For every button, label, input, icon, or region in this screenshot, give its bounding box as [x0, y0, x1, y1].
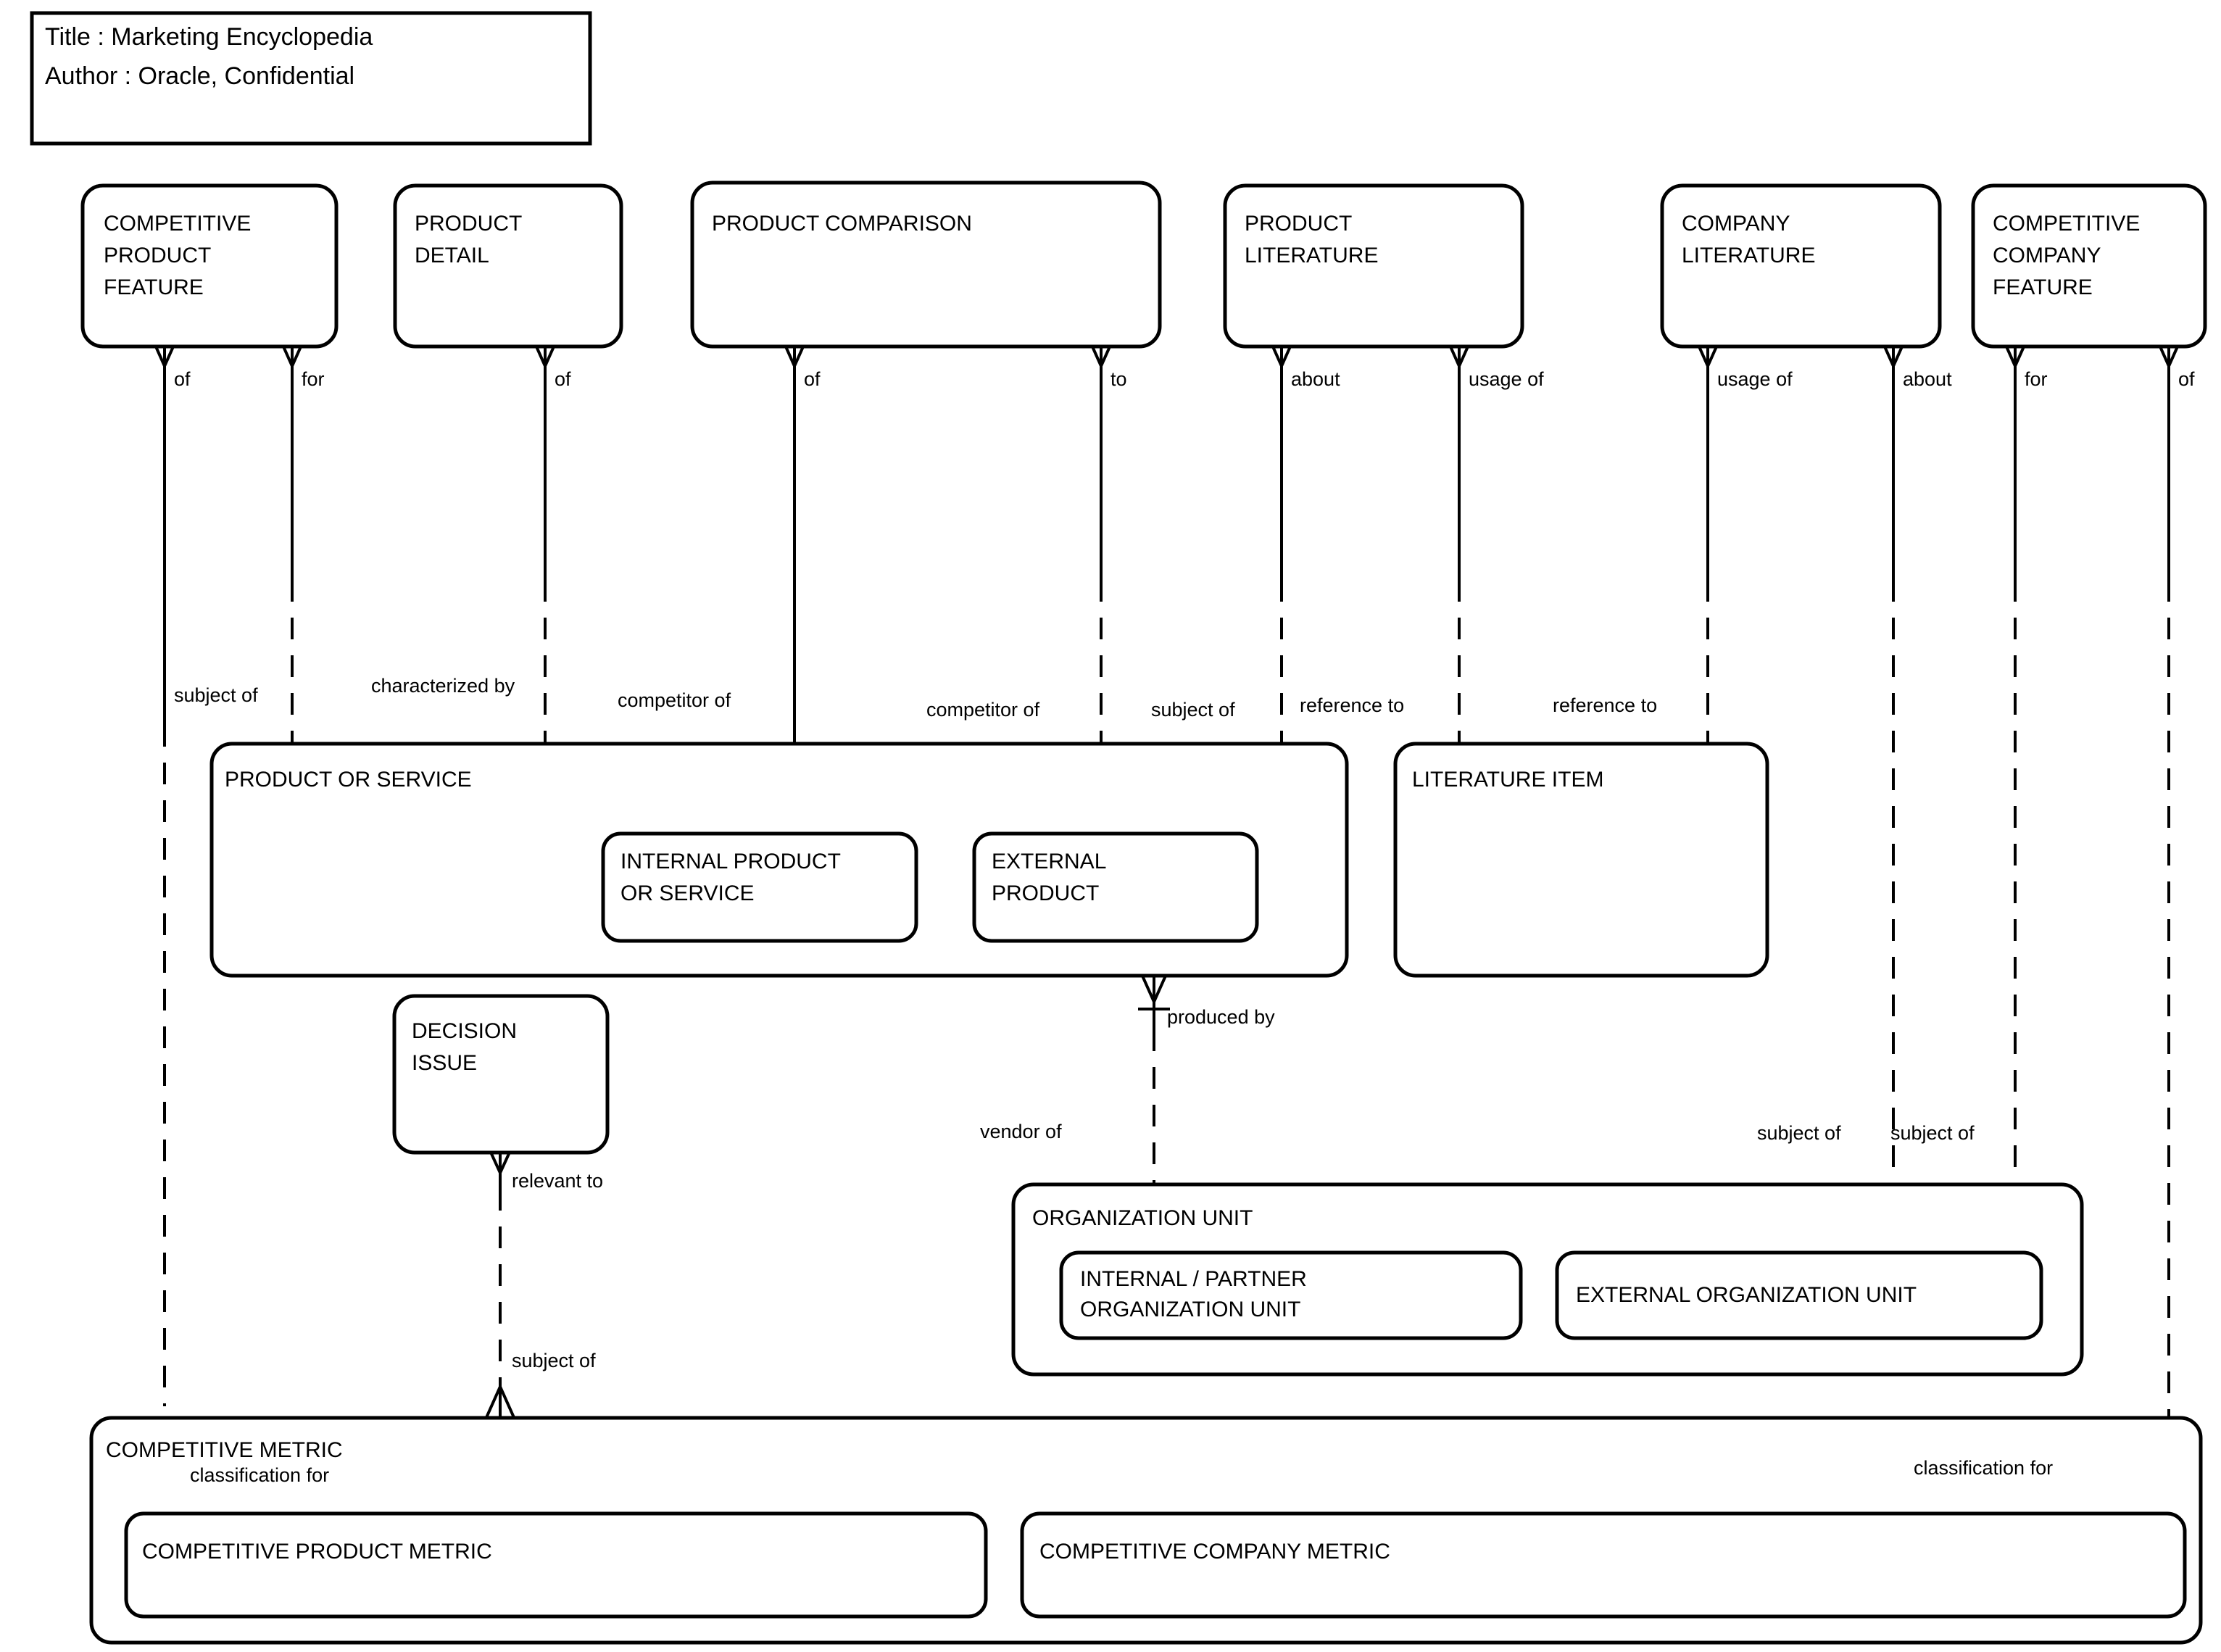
entity-competitive-product-metric[interactable]: COMPETITIVE PRODUCT METRIC — [124, 1511, 988, 1619]
rel-label-pl-usage-of: usage of — [1469, 368, 1544, 390]
rel-label-cpf-for: for — [302, 368, 325, 390]
rel-label-competitor-of-2: competitor of — [926, 699, 1040, 721]
rel-label-produced-by: produced by — [1167, 1006, 1275, 1028]
entity-box-border — [392, 994, 610, 1155]
entity-label-line-3: FEATURE — [104, 275, 204, 299]
entity-box-border — [124, 1511, 988, 1619]
entity-box-border — [1223, 183, 1524, 349]
entity-literature-item[interactable]: LITERATURE ITEM — [1393, 742, 1769, 978]
entity-label-line-1: COMPETITIVE COMPANY METRIC — [1039, 1540, 1390, 1564]
entity-label-line-2: PRODUCT — [992, 881, 1099, 905]
entity-internal-product-or-service[interactable]: INTERNAL PRODUCT OR SERVICE — [601, 831, 918, 943]
entity-label-line-1: COMPETITIVE — [104, 212, 251, 236]
entity-label-line-1: PRODUCT COMPARISON — [712, 212, 972, 236]
entity-box-border — [690, 180, 1162, 349]
rel-label-subject-of-2: subject of — [1151, 699, 1235, 721]
entity-box-border — [1971, 183, 2207, 349]
entity-label-line-2: LITERATURE — [1682, 244, 1815, 267]
rel-label-ccf-for: for — [2025, 368, 2048, 390]
rel-label-classification-for-2: classification for — [1914, 1457, 2053, 1479]
rel-label-vendor-of: vendor of — [980, 1121, 1062, 1142]
entity-box-border — [1020, 1511, 2187, 1619]
entity-box-border — [1059, 1250, 1523, 1340]
rel-label-subject-of-5: subject of — [1890, 1122, 1975, 1144]
entity-label-line-2: PRODUCT — [104, 244, 211, 267]
entity-company-literature[interactable]: COMPANY LITERATURE — [1660, 183, 1942, 349]
entity-label-line-2: ISSUE — [412, 1051, 477, 1075]
entity-label-line-1: EXTERNAL — [992, 850, 1106, 873]
entity-label-line-2: DETAIL — [415, 244, 489, 267]
entity-label-line-1: INTERNAL / PARTNER — [1080, 1267, 1307, 1291]
entity-competitive-company-feature[interactable]: COMPETITIVE COMPANY FEATURE — [1971, 183, 2207, 349]
title-text: Title : Marketing Encyclopedia — [45, 23, 373, 51]
entity-box-border — [1555, 1250, 2043, 1340]
entity-box-border — [972, 831, 1259, 943]
entity-product-literature[interactable]: PRODUCT LITERATURE — [1223, 183, 1524, 349]
entity-product-comparison[interactable]: PRODUCT COMPARISON — [690, 180, 1162, 349]
rel-label-subject-of-3: subject of — [512, 1350, 596, 1371]
rel-label-subject-of-1: subject of — [174, 684, 258, 706]
rel-label-cl-usage-of: usage of — [1717, 368, 1793, 390]
entity-internal-partner-organization-unit[interactable]: INTERNAL / PARTNER ORGANIZATION UNIT — [1059, 1250, 1523, 1340]
rel-label-cpf-of: of — [174, 368, 191, 390]
entity-label-line-1: LITERATURE ITEM — [1412, 768, 1603, 792]
entity-label-line-1: COMPETITIVE PRODUCT METRIC — [142, 1540, 492, 1564]
rel-label-reference-to-2: reference to — [1553, 694, 1657, 716]
entity-label-line-1: COMPETITIVE — [1993, 212, 2140, 236]
entity-box-border — [1393, 742, 1769, 978]
entity-label-line-1: PRODUCT — [415, 212, 522, 236]
entity-box-border — [601, 831, 918, 943]
entity-label-line-1: DECISION — [412, 1019, 517, 1043]
entity-competitive-product-feature[interactable]: COMPETITIVE PRODUCT FEATURE — [80, 183, 339, 349]
entity-competitive-company-metric[interactable]: COMPETITIVE COMPANY METRIC — [1020, 1511, 2187, 1619]
entity-label-line-1: INTERNAL PRODUCT — [620, 850, 841, 873]
entity-label-line-1: ORGANIZATION UNIT — [1032, 1206, 1253, 1230]
rel-label-relevant-to: relevant to — [512, 1170, 603, 1192]
entity-external-product[interactable]: EXTERNAL PRODUCT — [972, 831, 1259, 943]
author-text: Author : Oracle, Confidential — [45, 62, 354, 90]
title-block-border — [30, 11, 592, 146]
rel-label-pl-about: about — [1291, 368, 1340, 390]
entity-external-organization-unit[interactable]: EXTERNAL ORGANIZATION UNIT — [1555, 1250, 2043, 1340]
entity-label-line-1: COMPANY — [1682, 212, 1790, 236]
entity-label-line-2: OR SERVICE — [620, 881, 755, 905]
title-block: Title : Marketing Encyclopedia Author : … — [30, 11, 592, 146]
entity-label-line-1: EXTERNAL ORGANIZATION UNIT — [1576, 1283, 1917, 1307]
entity-box-border — [393, 183, 623, 349]
rel-label-reference-to-1: reference to — [1300, 694, 1404, 716]
rel-label-pc-of: of — [804, 368, 821, 390]
entity-product-detail[interactable]: PRODUCT DETAIL — [393, 183, 623, 349]
entity-label-line-1: COMPETITIVE METRIC — [106, 1438, 343, 1462]
entity-box-border — [80, 183, 339, 349]
entity-label-line-1: PRODUCT — [1245, 212, 1352, 236]
entity-label-line-3: FEATURE — [1993, 275, 2093, 299]
rel-label-pd-of: of — [555, 368, 571, 390]
entity-label-line-2: COMPANY — [1993, 244, 2101, 267]
entity-decision-issue[interactable]: DECISION ISSUE — [392, 994, 610, 1155]
entity-box-border — [1660, 183, 1942, 349]
entity-label-line-2: LITERATURE — [1245, 244, 1378, 267]
crowsfoot-subject-of-metric — [483, 1386, 517, 1421]
rel-label-characterized-by: characterized by — [371, 675, 515, 697]
rel-label-subject-of-4: subject of — [1757, 1122, 1841, 1144]
rel-label-competitor-of-1: competitor of — [618, 689, 731, 711]
rel-label-ccf-of: of — [2178, 368, 2195, 390]
entity-label-line-2: ORGANIZATION UNIT — [1080, 1298, 1300, 1321]
entity-label-line-1: PRODUCT OR SERVICE — [225, 768, 472, 792]
rel-label-cl-about: about — [1903, 368, 1952, 390]
rel-label-pc-to: to — [1110, 368, 1127, 390]
rel-label-classification-for-1: classification for — [190, 1464, 329, 1486]
